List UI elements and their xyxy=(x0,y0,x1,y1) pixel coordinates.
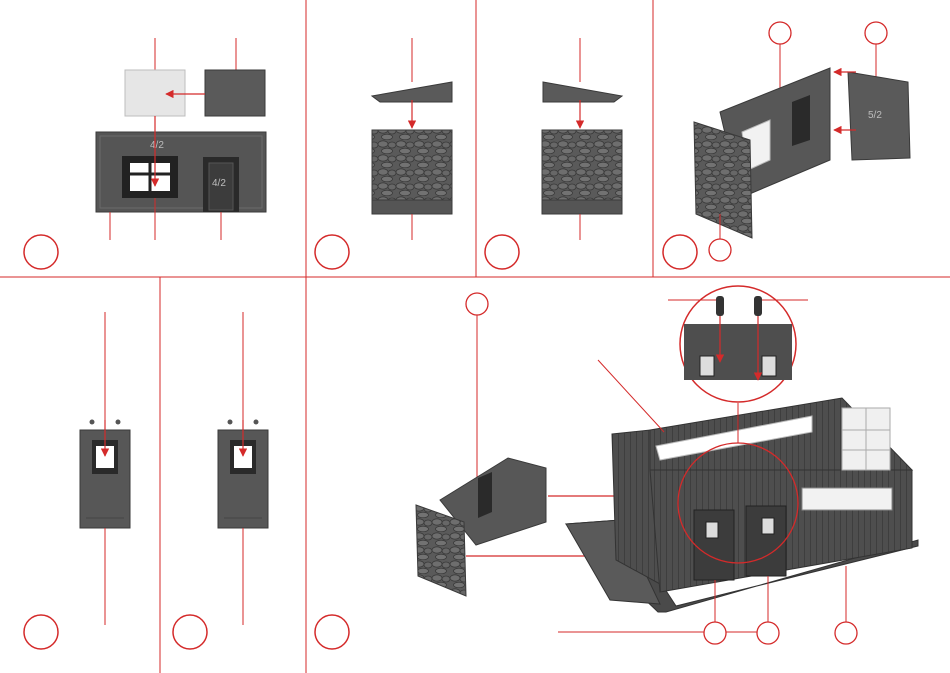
roof-strip-part xyxy=(372,82,452,102)
step-number-circle xyxy=(315,615,349,649)
detail-window xyxy=(762,356,776,376)
stone-side-wall-part xyxy=(694,122,752,238)
door-window xyxy=(762,518,774,534)
glass-pane-part-dark xyxy=(205,70,265,116)
part-callout-circle xyxy=(835,622,857,644)
step-number-circle xyxy=(663,235,697,269)
step-number-circle xyxy=(485,235,519,269)
step-panel-4: 5/2 xyxy=(663,22,910,269)
detail-pin xyxy=(754,296,762,316)
embossed-part-number: 4/2 xyxy=(150,140,164,151)
hinge-pin xyxy=(90,420,95,425)
wall-panel-part xyxy=(96,132,266,212)
front-door-left xyxy=(694,510,734,580)
step-number-circle xyxy=(24,615,58,649)
part-callout-circle xyxy=(704,622,726,644)
step-number-circle xyxy=(24,235,58,269)
embossed-part-number: 5/2 xyxy=(868,110,882,121)
door-opening xyxy=(792,95,810,146)
stone-wall-base xyxy=(542,200,622,214)
hinge-pin xyxy=(254,420,259,425)
door-window xyxy=(706,522,718,538)
step-panel-1: 4/2 4/2 xyxy=(24,38,266,269)
subassembly-door xyxy=(478,472,492,518)
detail-window xyxy=(700,356,714,376)
front-door-right xyxy=(746,506,786,576)
glass-pane-part xyxy=(125,70,185,116)
part-callout-circle xyxy=(865,22,887,44)
callout-line xyxy=(598,360,664,432)
embossed-part-number: 4/2 xyxy=(212,178,226,189)
front-window xyxy=(802,488,892,510)
roof-strip-part xyxy=(543,82,622,102)
stone-wall-base xyxy=(372,200,452,214)
part-callout-circle xyxy=(466,293,488,315)
step-panel-6 xyxy=(173,312,268,649)
detail-pin xyxy=(716,296,724,316)
step-panel-3 xyxy=(485,38,622,269)
step-panel-5 xyxy=(24,312,130,649)
step-panel-2 xyxy=(315,38,452,269)
step-number-circle xyxy=(315,235,349,269)
step-panel-7 xyxy=(315,286,918,649)
step-number-circle xyxy=(173,615,207,649)
part-callout-circle xyxy=(709,239,731,261)
hinge-pin xyxy=(228,420,233,425)
part-callout-circle xyxy=(769,22,791,44)
part-callout-circle xyxy=(757,622,779,644)
hinge-pin xyxy=(116,420,121,425)
